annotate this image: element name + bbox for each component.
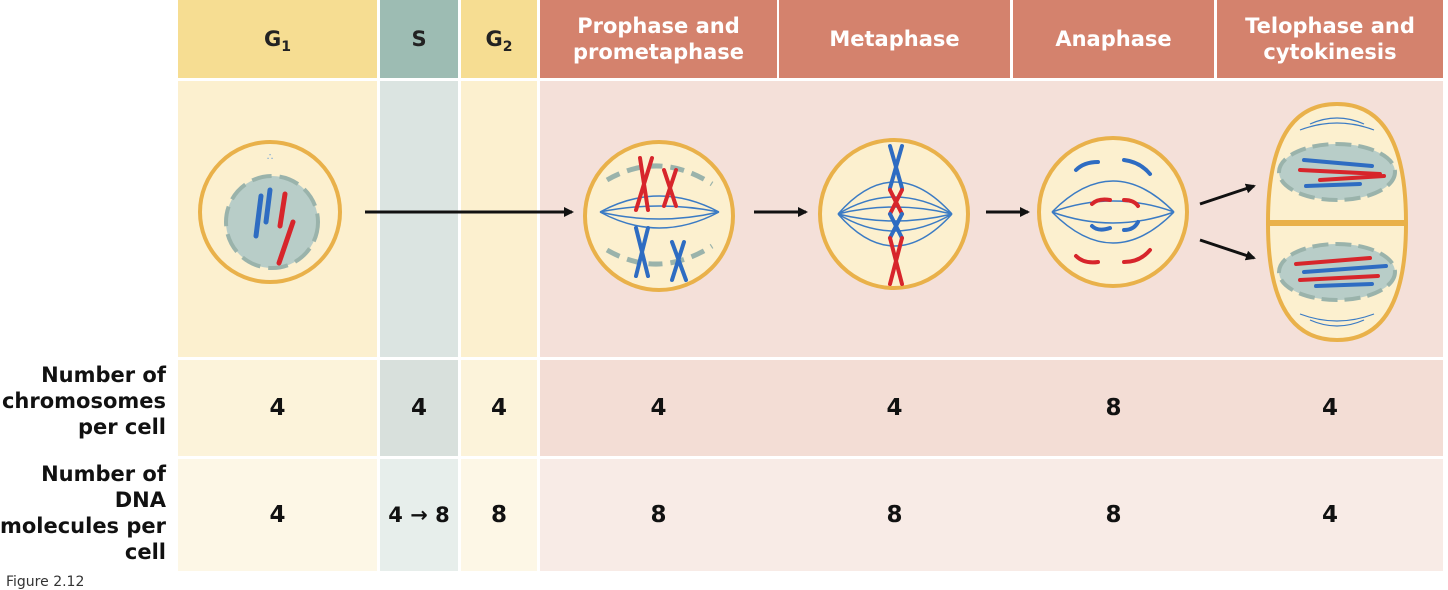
row-chromosomes-bg-g2 xyxy=(461,360,537,456)
dna-value-anaphase: 8 xyxy=(1105,502,1122,528)
row-chromosomes-bg-mitotic xyxy=(540,360,1443,456)
arrow-anaphase-to-telophase-bottom xyxy=(1199,238,1256,261)
header-s: S xyxy=(380,0,458,78)
arrow-anaphase-to-telophase-top xyxy=(1199,183,1256,206)
row-dna-bg-mitotic xyxy=(540,459,1443,571)
chromosomes-value-telophase: 4 xyxy=(1321,395,1338,421)
row-dna-bg-s xyxy=(380,459,458,571)
row-dna-bg-g1 xyxy=(178,459,377,571)
row-chromosomes-bg-g1 xyxy=(178,360,377,456)
chromosomes-value-s: 4 xyxy=(410,395,427,421)
anaphase-cell xyxy=(1037,136,1189,288)
chromosome-blue xyxy=(253,193,264,239)
dna-value-g1: 4 xyxy=(269,502,286,528)
chromosomes-value-prophase: 4 xyxy=(650,395,667,421)
svg-text:∴: ∴ xyxy=(267,152,273,163)
header-telophase-label: Telophase and cytokinesis xyxy=(1245,14,1415,64)
chromosomes-value-g2: 4 xyxy=(490,395,507,421)
row-chromosomes-bg-s xyxy=(380,360,458,456)
header-metaphase-label: Metaphase xyxy=(829,27,960,51)
header-g2-label: G2 xyxy=(485,27,513,55)
header-telophase: Telophase and cytokinesis xyxy=(1217,0,1443,78)
dna-value-metaphase: 8 xyxy=(886,502,903,528)
telophase-cells xyxy=(1265,101,1409,343)
row-label-dna: Number of DNA molecules per cell xyxy=(0,462,166,564)
header-g2: G2 xyxy=(461,0,537,78)
dna-value-telophase: 4 xyxy=(1321,502,1338,528)
chromosome-red xyxy=(276,219,296,266)
chromosome-red xyxy=(277,191,288,229)
header-prophase-label: Prophase and prometaphase xyxy=(572,14,745,64)
band-s xyxy=(380,81,458,357)
header-g1-label: G1 xyxy=(264,27,291,55)
dna-value-prophase: 8 xyxy=(650,502,667,528)
chromosomes-value-anaphase: 8 xyxy=(1105,395,1122,421)
header-anaphase: Anaphase xyxy=(1013,0,1214,78)
dna-value-s: 4 → 8 xyxy=(388,503,450,527)
row-dna-bg-g2 xyxy=(461,459,537,571)
g1-cell: ∴ xyxy=(198,140,342,284)
metaphase-cell xyxy=(818,138,970,290)
chromosomes-value-g1: 4 xyxy=(269,395,286,421)
chromosomes-value-metaphase: 4 xyxy=(886,395,903,421)
row-label-chromosomes: Number of chromosomes per cell xyxy=(1,363,166,439)
figure-caption: Figure 2.12 xyxy=(6,574,85,590)
header-metaphase: Metaphase xyxy=(779,0,1010,78)
band-g2 xyxy=(461,81,537,357)
dna-value-g2: 8 xyxy=(490,502,507,528)
header-anaphase-label: Anaphase xyxy=(1055,27,1172,51)
header-g1: G1 xyxy=(178,0,377,78)
header-prophase: Prophase and prometaphase xyxy=(540,0,777,78)
prophase-cell xyxy=(583,140,735,292)
header-s-label: S xyxy=(411,27,427,51)
chromosome-blue xyxy=(263,187,273,225)
